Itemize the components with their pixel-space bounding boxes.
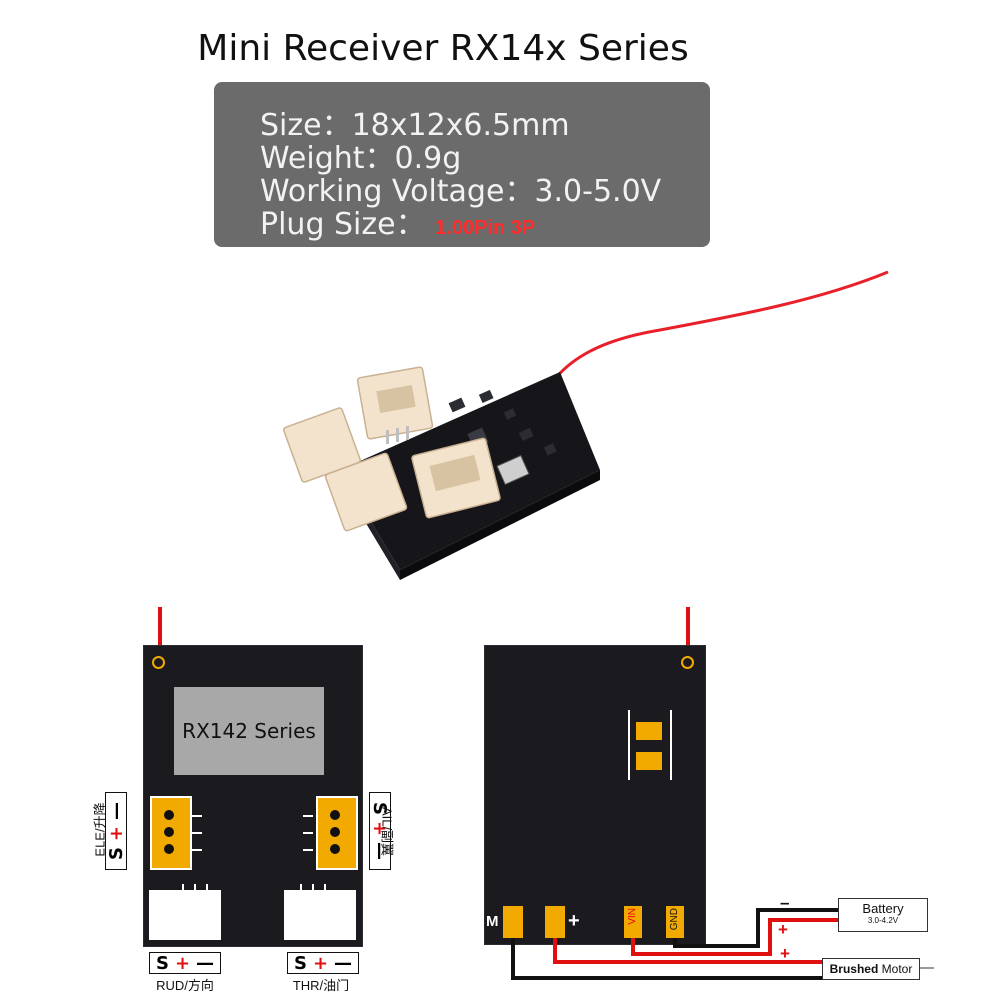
solder-pad-2 [636, 752, 662, 770]
page-title: Mini Receiver RX14x Series [197, 28, 689, 69]
antenna-pad-right [681, 656, 694, 669]
ail-pin-3 [330, 844, 340, 854]
thr-port-name: THR/油门 [292, 978, 350, 993]
battery-tag: Battery 3.0-4.2V [838, 898, 928, 932]
board-back [484, 645, 706, 945]
pad-gnd [666, 906, 684, 938]
pad-plus-label: + [568, 910, 580, 932]
rud-pin-legend: S+— [149, 952, 221, 974]
ele-connector [150, 796, 192, 870]
pad-vin [624, 906, 642, 938]
thr-pin-legend: S+— [287, 952, 359, 974]
thr-connector [284, 890, 356, 940]
antenna-wire-right [686, 607, 690, 647]
spec-panel: Size：18x12x6.5mm Weight：0.9g Working Vol… [214, 82, 710, 247]
motor-type: Brushed [829, 962, 879, 976]
motor-word: Motor [881, 962, 913, 976]
spec-weight: Weight：0.9g [260, 141, 462, 176]
rud-port-name: RUD/方向 [156, 978, 214, 993]
rud-connector [149, 890, 221, 940]
spec-plug-value: 1.00Pin 3P [435, 217, 536, 239]
antenna-pad-left [152, 656, 165, 669]
spec-size: Size：18x12x6.5mm [260, 108, 570, 143]
pad-m-label: M [486, 913, 499, 930]
motor-tag: Brushed Motor [822, 958, 920, 980]
battery-plus-mark: + [778, 920, 788, 939]
ail-pin-1 [330, 810, 340, 820]
battery-minus-mark: – [780, 893, 790, 912]
board-model-label: RX142 Series [174, 687, 324, 775]
spec-plug-label: Plug Size： [260, 207, 426, 242]
receiver-photo [283, 270, 889, 580]
battery-range: 3.0-4.2V [867, 916, 899, 925]
pad-motor-plus [545, 906, 565, 938]
pad-bracket [628, 710, 672, 780]
antenna-wire-left [158, 607, 162, 647]
ele-pin-3 [164, 844, 174, 854]
motor-plus-mark: + [780, 944, 790, 963]
spec-voltage: Working Voltage：3.0-5.0V [260, 174, 662, 209]
solder-pad-1 [636, 722, 662, 740]
battery-name: Battery [862, 901, 904, 916]
motor-minus-mark: – [780, 968, 790, 987]
ele-pin-1 [164, 810, 174, 820]
ail-pin-2 [330, 827, 340, 837]
pad-motor-minus [503, 906, 523, 938]
ele-pin-2 [164, 827, 174, 837]
spec-plug: Plug Size： 1.00Pin 3P [260, 199, 535, 243]
